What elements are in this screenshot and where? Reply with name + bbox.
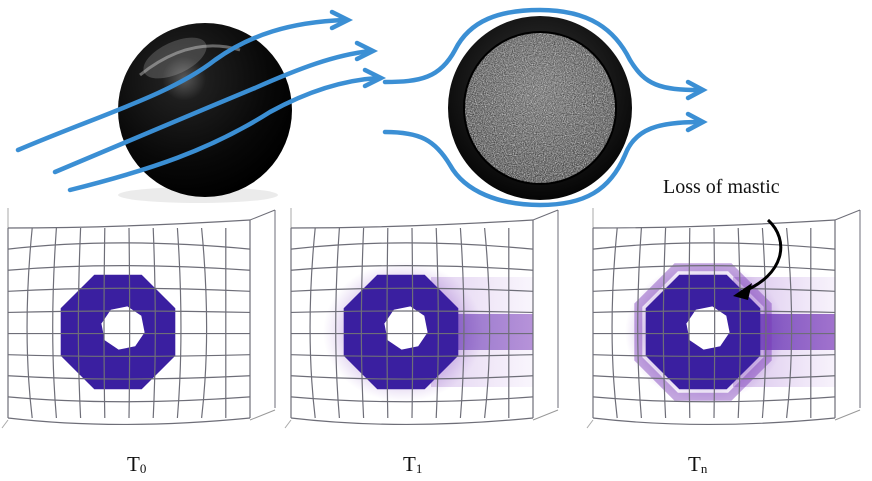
sphere-cross-section (448, 16, 632, 200)
flow-arrowhead (685, 111, 708, 133)
aggregate-void (384, 306, 428, 350)
flow-line (382, 119, 703, 208)
time-label-t1: T1 (403, 452, 423, 476)
flow-line (52, 48, 373, 175)
loss-of-mastic-label: Loss of mastic (663, 176, 780, 198)
aggregate-core (464, 32, 616, 184)
flow-line (67, 75, 381, 193)
flow-lines-right (382, 7, 708, 208)
flow-arrowhead (685, 79, 708, 101)
mesh-panel-t1 (284, 208, 559, 429)
aggregate-void (101, 306, 145, 350)
flow-lines-left (15, 9, 387, 193)
annotation-arrow (733, 218, 783, 300)
flow-line (382, 7, 703, 93)
mesh-panel-t0 (1, 208, 276, 429)
mesh-panel-tn (586, 208, 861, 429)
flow-arrowhead (354, 40, 379, 62)
flow-arrowhead (362, 67, 387, 89)
time-label-tn: Tn (688, 452, 708, 476)
time-label-t0: T0 (127, 452, 147, 476)
aggregate-void (686, 306, 730, 350)
flow-arrowhead (329, 9, 354, 31)
flow-line (15, 17, 348, 153)
